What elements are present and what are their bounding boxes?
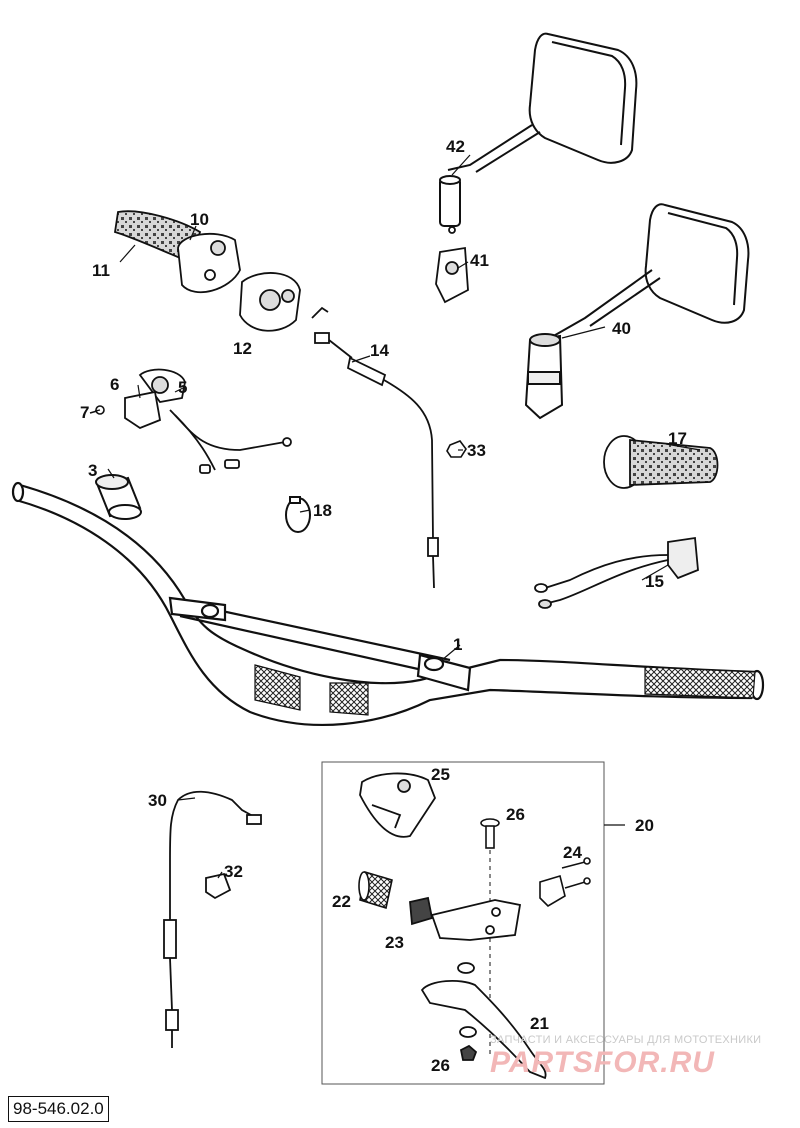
- sleeve-part: [95, 474, 142, 520]
- watermark-subtitle: ЗАПЧАСТИ И АКСЕССУАРЫ ДЛЯ МОТОТЕХНИКИ: [490, 1034, 762, 1046]
- part-number-32: 32: [224, 862, 243, 881]
- part-number-11: 11: [92, 261, 110, 280]
- part-number-24: 24: [563, 843, 582, 862]
- mirror-clamp-part: [435, 226, 469, 304]
- part-number-42: 42: [446, 137, 465, 156]
- part-number-6: 6: [110, 375, 119, 394]
- part-number-17: 17: [668, 429, 687, 448]
- mirror-right-part: [439, 32, 638, 227]
- nut-part-33: [446, 440, 467, 458]
- part-number-25: 25: [431, 765, 450, 784]
- lever-bracket-part: [409, 896, 522, 941]
- part-number-23: 23: [385, 933, 404, 952]
- kill-switch-part: [534, 536, 699, 609]
- part-number-41: 41: [470, 251, 489, 270]
- clutch-lever-part: [420, 962, 547, 1080]
- clamp-screws-part: [539, 857, 591, 908]
- part-number-21: 21: [530, 1014, 549, 1033]
- part-number-33: 33: [467, 441, 486, 460]
- mirror-left-part: [524, 203, 750, 420]
- part-number-20: 20: [635, 816, 654, 835]
- part-number-3: 3: [88, 461, 97, 480]
- part-number-30: 30: [148, 791, 167, 810]
- throttle-cable-part: [311, 306, 439, 589]
- part-number-1: 1: [453, 635, 462, 654]
- cable-tie-part: [285, 496, 311, 533]
- clutch-cable-part: [163, 790, 262, 1048]
- part-number-5: 5: [178, 378, 187, 397]
- part-number-14: 14: [370, 341, 389, 360]
- cable-adjuster-part: [358, 870, 393, 910]
- part-number-26-bottom: 26: [431, 1056, 450, 1075]
- part-number-12: 12: [233, 339, 252, 358]
- part-number-labels: 1 3 5 6 7 10 11 12 14 15 17 18 20 21 22 …: [80, 137, 687, 1075]
- watermark-logo: PARTSFOR.RU: [490, 1046, 715, 1079]
- part-number-22: 22: [332, 892, 351, 911]
- throttle-cover-part: [239, 272, 301, 332]
- part-number-26-top: 26: [506, 805, 525, 824]
- adjuster-part-32: [205, 872, 232, 900]
- left-grip-part: [603, 435, 719, 489]
- part-number-10: 10: [190, 210, 209, 229]
- throttle-grip-part: [113, 210, 241, 294]
- part-number-7: 7: [80, 403, 89, 422]
- handlebar-part: [11, 481, 765, 726]
- lever-cover-part: [359, 772, 437, 838]
- switch-clamp-part: [124, 368, 292, 474]
- pivot-bolt-part: [480, 818, 500, 849]
- part-number-15: 15: [645, 572, 664, 591]
- clutch-assembly-group: [321, 761, 625, 1085]
- part-number-40: 40: [612, 319, 631, 338]
- part-number-18: 18: [313, 501, 332, 520]
- reference-code: 98-546.02.0: [8, 1096, 109, 1122]
- leader-lines: [94, 154, 701, 879]
